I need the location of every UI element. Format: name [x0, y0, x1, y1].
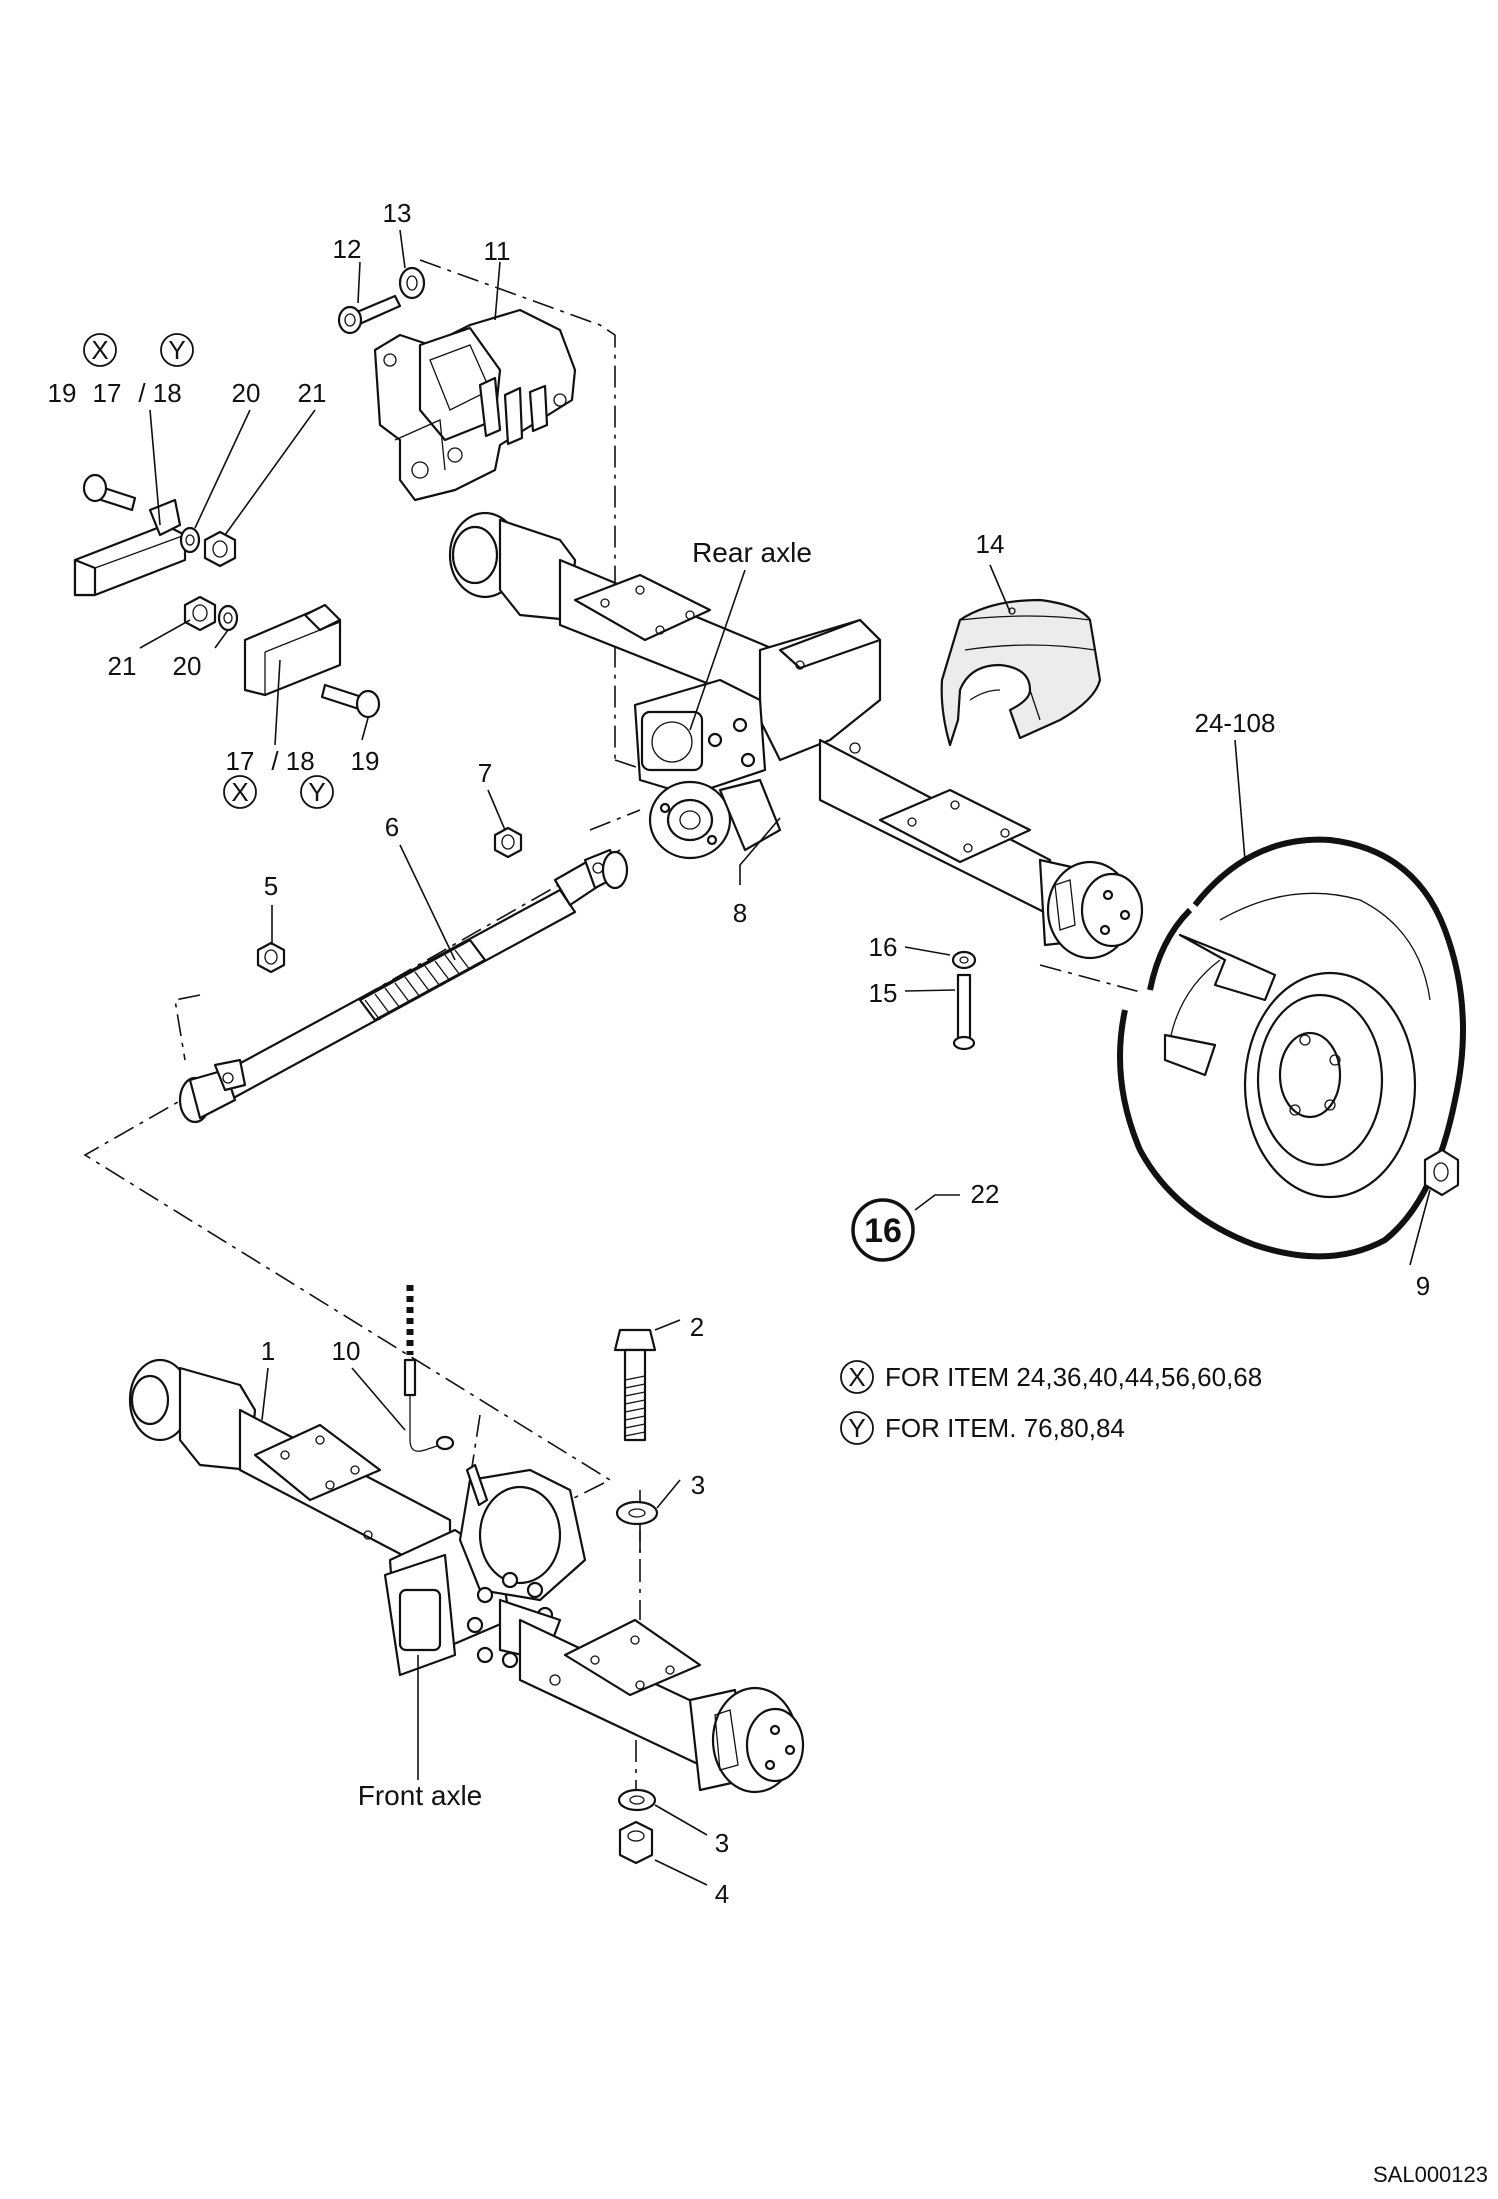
washer-upper-part-3[interactable]	[615, 1500, 659, 1526]
note-y-text: FOR ITEM. 76,80,84	[885, 1413, 1125, 1443]
leader-lines	[139, 229, 1431, 1886]
label-19-bottom: 19	[351, 746, 380, 776]
label-3-bottom: 3	[715, 1828, 729, 1858]
bracket-lower-part-17-18[interactable]	[243, 603, 342, 697]
label-18-bottom: / 18	[271, 746, 314, 776]
label-3-top: 3	[691, 1470, 705, 1500]
washer-part-13[interactable]	[398, 266, 426, 300]
label-20-top: 20	[232, 378, 261, 408]
symbol-x-top: X	[83, 333, 117, 367]
note-x: X FOR ITEM 24,36,40,44,56,60,68	[840, 1360, 1262, 1394]
note-x-text: FOR ITEM 24,36,40,44,56,60,68	[885, 1362, 1262, 1392]
label-21-top: 21	[298, 378, 327, 408]
label-19-top: 19	[48, 378, 77, 408]
bracket-upper-part-17-18[interactable]	[73, 498, 187, 597]
label-rear-axle: Rear axle	[692, 537, 812, 568]
svg-text:X: X	[91, 335, 108, 365]
label-5: 5	[264, 871, 278, 901]
callout-22-number: 16	[864, 1212, 902, 1250]
bolt-part-2[interactable]	[613, 1328, 657, 1442]
svg-text:Y: Y	[848, 1413, 865, 1443]
assembly-dash-lines	[83, 259, 1171, 1800]
label-13: 13	[383, 198, 412, 228]
bolt-lower-part-19[interactable]	[320, 683, 381, 719]
label-16: 16	[869, 932, 898, 962]
bolt-upper-part-19[interactable]	[82, 473, 137, 512]
front-axle-part-1[interactable]	[128, 1358, 805, 1794]
part-labels: 13 12 11 19 17 / 18 20 21 21 20 17 / 18 …	[48, 198, 1431, 1909]
drawing-code: SAL000123	[1373, 2162, 1488, 2187]
label-17-bottom: 17	[226, 746, 255, 776]
wheel-part-24-108[interactable]	[1117, 836, 1466, 1260]
nut-part-7[interactable]	[493, 826, 523, 859]
washer-upper-part-20[interactable]	[179, 526, 201, 554]
svg-text:Y: Y	[308, 777, 325, 807]
svg-text:X: X	[848, 1362, 865, 1392]
bolt-part-12[interactable]	[337, 294, 402, 335]
label-2: 2	[690, 1312, 704, 1342]
label-14: 14	[976, 529, 1005, 559]
label-8: 8	[733, 898, 747, 928]
label-6: 6	[385, 812, 399, 842]
label-4: 4	[715, 1879, 729, 1909]
label-9: 9	[1416, 1271, 1430, 1301]
washer-part-16[interactable]	[951, 950, 977, 970]
label-10: 10	[332, 1336, 361, 1366]
svg-text:X: X	[231, 777, 248, 807]
label-11: 11	[484, 236, 511, 266]
label-22: 22	[971, 1179, 1000, 1209]
label-front-axle: Front axle	[358, 1780, 483, 1811]
hose-part-10[interactable]	[403, 1285, 455, 1452]
symbol-y-top: Y	[160, 333, 194, 367]
nut-part-9[interactable]	[1423, 1148, 1460, 1197]
label-21-bottom: 21	[108, 651, 137, 681]
label-18-top: / 18	[138, 378, 181, 408]
note-y: Y FOR ITEM. 76,80,84	[840, 1411, 1125, 1445]
symbol-y-bottom: Y	[300, 775, 334, 809]
rear-axle-part-8[interactable]	[448, 511, 1144, 960]
nut-upper-part-21[interactable]	[203, 530, 237, 568]
label-1: 1	[261, 1336, 275, 1366]
callout-circle-22	[851, 1198, 915, 1262]
label-24-108: 24-108	[1195, 708, 1276, 738]
label-15: 15	[869, 978, 898, 1008]
nut-lower-part-21[interactable]	[183, 595, 217, 632]
nut-part-4[interactable]	[618, 1820, 654, 1865]
label-7: 7	[478, 758, 492, 788]
svg-text:Y: Y	[168, 335, 185, 365]
hydraulic-motor-part-11[interactable]	[373, 308, 577, 502]
counterweight-part-14[interactable]	[940, 598, 1102, 747]
nut-part-5[interactable]	[256, 941, 286, 974]
washer-lower-part-3[interactable]	[617, 1788, 657, 1812]
legend-notes: X FOR ITEM 24,36,40,44,56,60,68 Y FOR IT…	[840, 1360, 1262, 1445]
label-12: 12	[333, 234, 362, 264]
label-17-top: 17	[93, 378, 122, 408]
label-20-bottom: 20	[173, 651, 202, 681]
driveshaft-part-6[interactable]	[178, 848, 629, 1124]
bolt-part-15[interactable]	[952, 973, 976, 1051]
symbol-x-bottom: X	[223, 775, 257, 809]
washer-lower-part-20[interactable]	[217, 604, 239, 632]
